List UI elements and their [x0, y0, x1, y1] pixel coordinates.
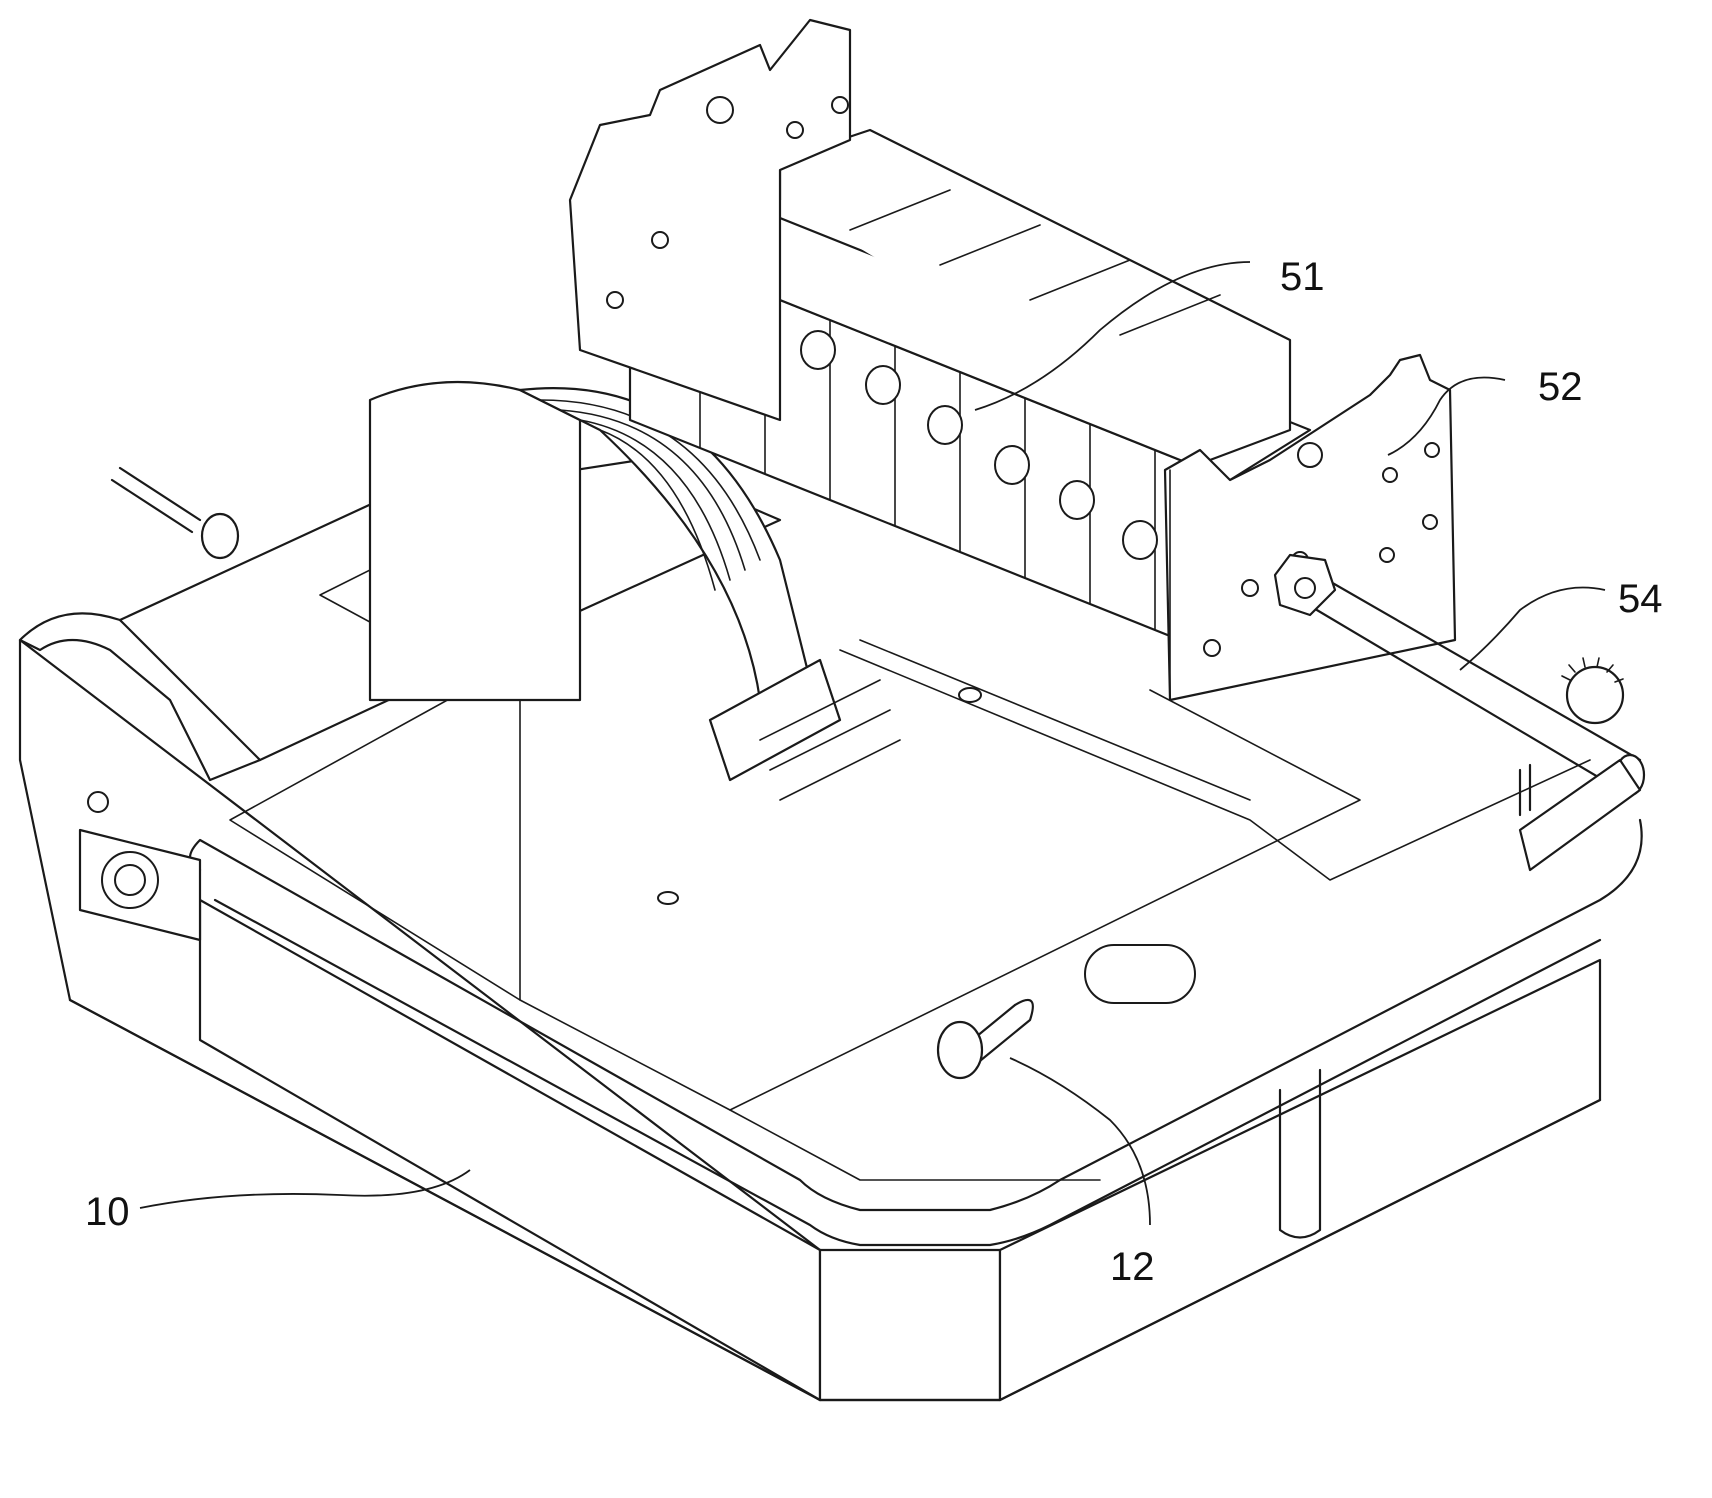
label-52: 52: [1538, 365, 1583, 409]
label-54: 54: [1618, 577, 1663, 621]
label-51: 51: [1280, 255, 1325, 299]
label-10: 10: [85, 1190, 130, 1234]
pin-12: [938, 1000, 1033, 1078]
label-12: 12: [1110, 1245, 1155, 1289]
